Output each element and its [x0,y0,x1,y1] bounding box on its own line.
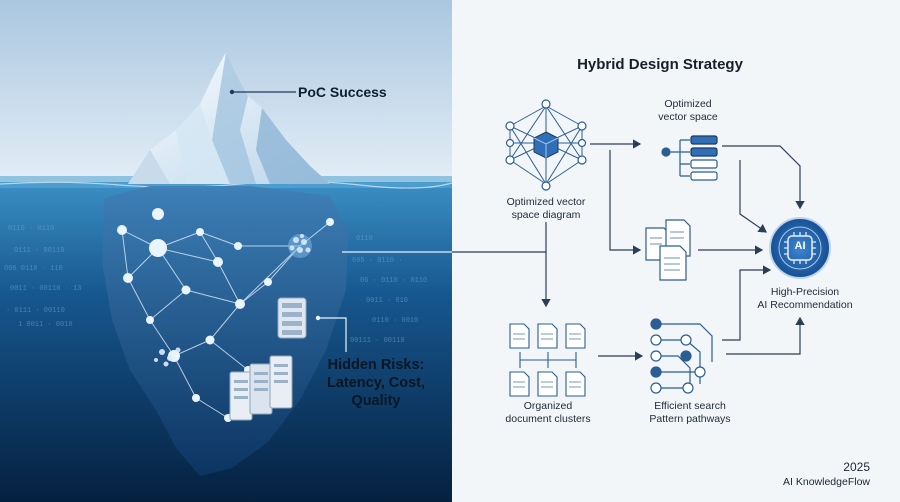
clusters-caption: Organized document clusters [488,400,608,426]
svg-text:0110 · 0010: 0110 · 0010 [372,317,418,325]
search-line-2: Pattern pathways [649,413,731,425]
cube-icon [533,131,559,159]
hidden-risks-label: Hidden Risks: Latency, Cost, Quality [316,356,436,410]
risk-callout-line [318,317,347,352]
svg-text:0011 · 00110 · 13: 0011 · 00110 · 13 [10,285,81,293]
svg-text:1 0011 · 0010: 1 0011 · 0010 [18,321,73,329]
server-rack-icon [277,297,307,339]
svg-text:06 · 0110 · 0110: 06 · 0110 · 0110 [360,277,427,285]
svg-text:00111 · 00110: 00111 · 00110 [350,337,405,345]
connector-arrows [452,139,805,361]
ai-badge-label: AI [794,240,806,252]
vector-diagram-line-1: Optimized vector [506,196,586,208]
footer-year: 2025 [843,460,870,474]
iceberg-icon [128,52,330,184]
vector-space-line-1: Optimized [664,98,712,110]
svg-text:605 · 0110 ·: 605 · 0110 · [352,257,402,265]
output-caption: High-Precision AI Recommendation [745,286,865,312]
documents-icon [645,219,691,281]
vector-space-caption: Optimized vector space [638,98,738,124]
search-line-1: Efficient search [654,400,726,412]
footer-brand: AI KnowledgeFlow [783,476,870,488]
binary-stream: 0110 · 0110 0111 · 00110 006 0110 · 110 … [4,225,427,345]
svg-text:0011 · 010: 0011 · 010 [366,297,408,305]
poc-success-label: PoC Success [298,84,387,100]
left-panel: 0110 · 0110 0111 · 00110 006 0110 · 110 … [0,0,453,502]
clusters-line-1: Organized [523,400,573,412]
server-rack-group-icon [229,355,293,421]
right-panel [452,0,900,502]
risk-line-3: Quality [351,393,401,409]
strategy-title: Hybrid Design Strategy [577,56,743,73]
svg-text:0110: 0110 [356,235,373,243]
vector-space-line-2: vector space [658,111,718,123]
output-line-1: High-Precision [770,286,840,298]
vector-diagram-caption: Optimized vector space diagram [490,196,602,222]
vector-diagram-line-2: space diagram [511,209,581,221]
document-cluster-icon [509,323,586,397]
svg-text:· 0111 · 00110: · 0111 · 00110 [6,307,65,315]
search-caption: Efficient search Pattern pathways [630,400,750,426]
search-pathway-icon [650,318,713,394]
ai-chip-icon [769,217,831,279]
risk-line-2: Latency, Cost, [326,375,426,391]
risk-line-1: Hidden Risks: [327,357,425,373]
hierarchy-list-icon [661,135,718,181]
output-line-2: AI Recommendation [757,299,853,311]
svg-text:006 0110 · 110: 006 0110 · 110 [4,265,63,273]
svg-text:0110 · 0110: 0110 · 0110 [8,225,54,233]
svg-text:0111 · 00110: 0111 · 00110 [14,247,64,255]
node-cluster [154,234,312,367]
clusters-line-2: document clusters [505,413,591,425]
